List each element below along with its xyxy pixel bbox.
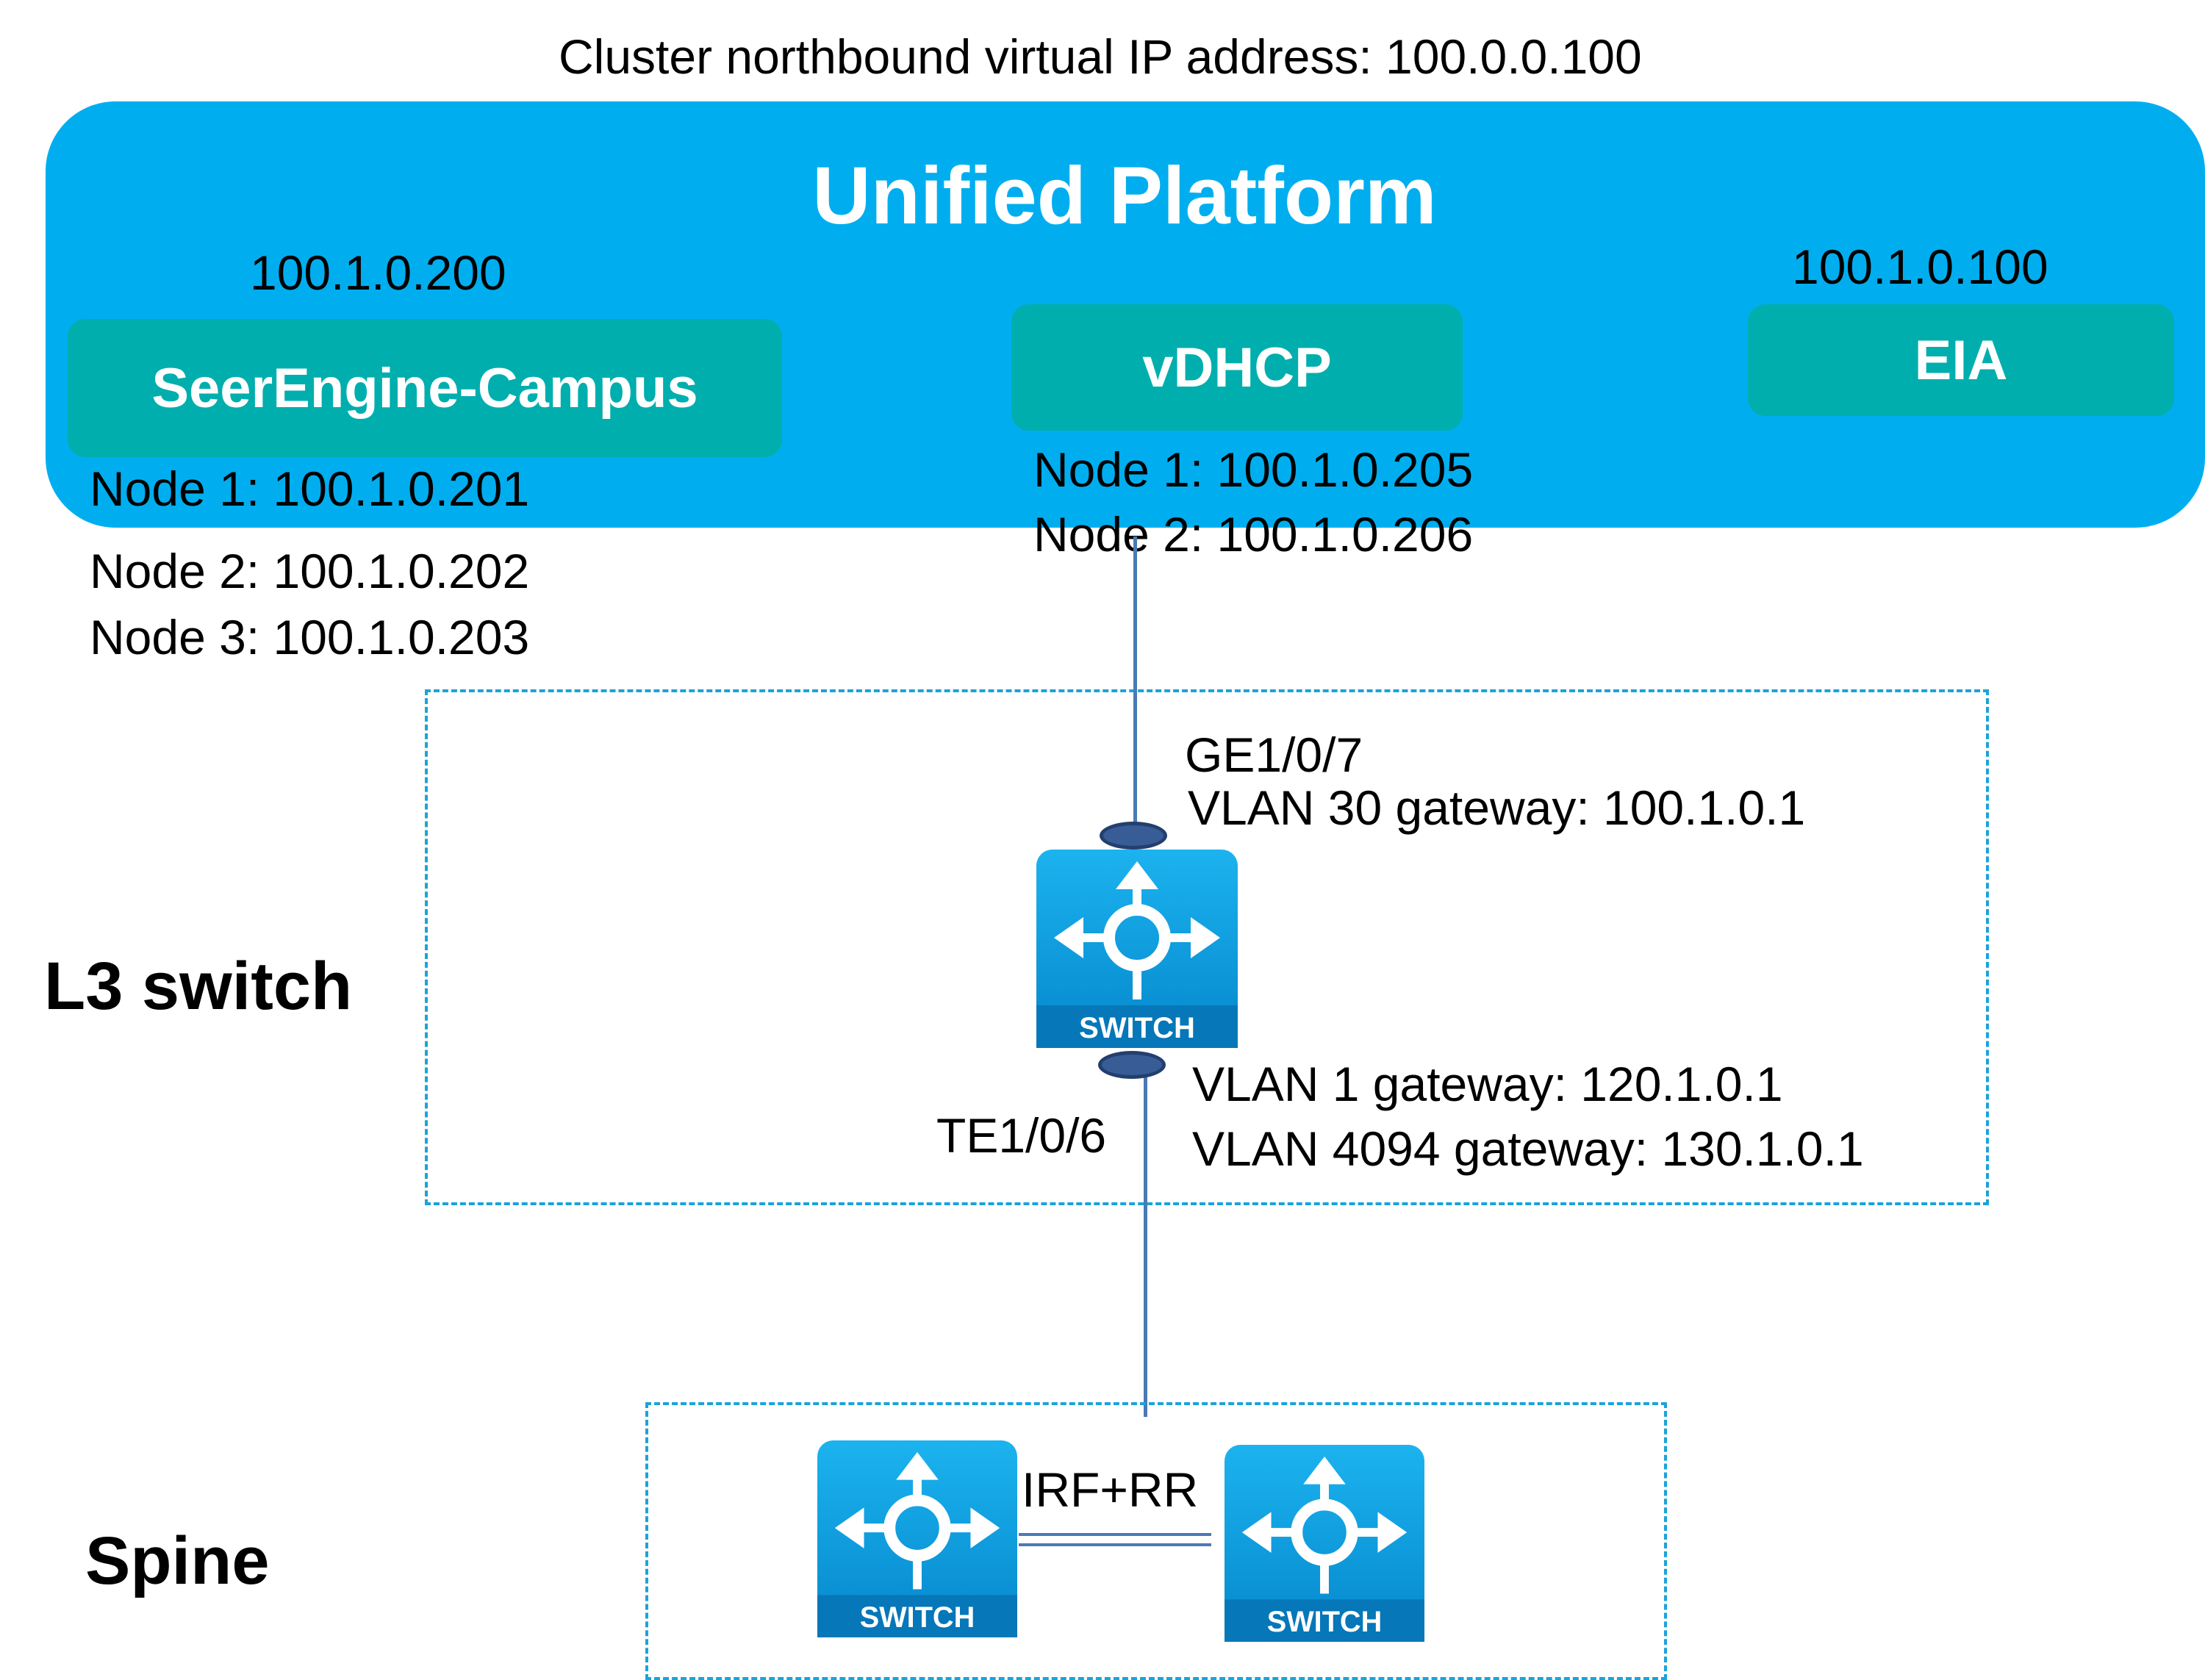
irf-link-bottom xyxy=(1019,1543,1211,1546)
spine-section-label: Spine xyxy=(85,1523,270,1598)
eia-module[interactable]: EIA xyxy=(1748,304,2174,416)
vdhcp-label: vDHCP xyxy=(1142,336,1332,399)
uplink-gateway-label: VLAN 30 gateway: 100.1.0.1 xyxy=(1188,780,1806,835)
downlink-cable xyxy=(1144,1067,1147,1417)
vdhcp-node-1: Node 1: 100.1.0.205 xyxy=(1033,442,1474,497)
seerengine-node-1: Node 1: 100.1.0.201 xyxy=(90,462,530,516)
spine-switch-2-label: SWITCH xyxy=(1267,1606,1383,1638)
uplink-port-label: GE1/0/7 xyxy=(1185,728,1363,782)
vdhcp-node-2: Node 2: 100.1.0.206 xyxy=(1033,507,1474,561)
vdhcp-module[interactable]: vDHCP xyxy=(1011,304,1463,431)
cluster-vip-label: Cluster northbound virtual IP address: 1… xyxy=(559,29,1642,84)
spine-zone xyxy=(645,1402,1667,1680)
l3-switch-section-label: L3 switch xyxy=(44,949,353,1024)
eia-label: EIA xyxy=(1914,329,2008,392)
platform-title: Unified Platform xyxy=(812,151,1437,241)
l3-switch-zone xyxy=(425,689,1989,1205)
seerengine-campus-module[interactable]: SeerEngine-Campus xyxy=(68,319,782,457)
uplink-cable xyxy=(1133,536,1137,838)
downlink-gateway-vlan4094: VLAN 4094 gateway: 130.1.0.1 xyxy=(1192,1121,1864,1176)
seerengine-node-2: Node 2: 100.1.0.202 xyxy=(90,544,530,598)
irf-link-top xyxy=(1019,1533,1211,1536)
irf-rr-label: IRF+RR xyxy=(1022,1462,1199,1517)
spine-switch-1-icon[interactable]: SWITCH xyxy=(817,1437,1017,1640)
spine-switch-1-label: SWITCH xyxy=(860,1601,975,1634)
l3-switch-icon[interactable]: SWITCH xyxy=(1036,850,1238,1048)
l3-switch-device-label: SWITCH xyxy=(1079,1012,1195,1044)
seerengine-node-3: Node 3: 100.1.0.203 xyxy=(90,610,530,664)
seerengine-vip: 100.1.0.200 xyxy=(250,245,506,300)
ge1-0-7-port[interactable] xyxy=(1100,822,1167,850)
seerengine-campus-label: SeerEngine-Campus xyxy=(151,356,698,420)
downlink-port-label: TE1/0/6 xyxy=(936,1108,1107,1163)
spine-switch-2-icon[interactable]: SWITCH xyxy=(1225,1442,1424,1645)
te1-0-6-port[interactable] xyxy=(1098,1051,1166,1079)
eia-vip: 100.1.0.100 xyxy=(1792,240,2048,294)
downlink-gateway-vlan1: VLAN 1 gateway: 120.1.0.1 xyxy=(1192,1057,1783,1111)
